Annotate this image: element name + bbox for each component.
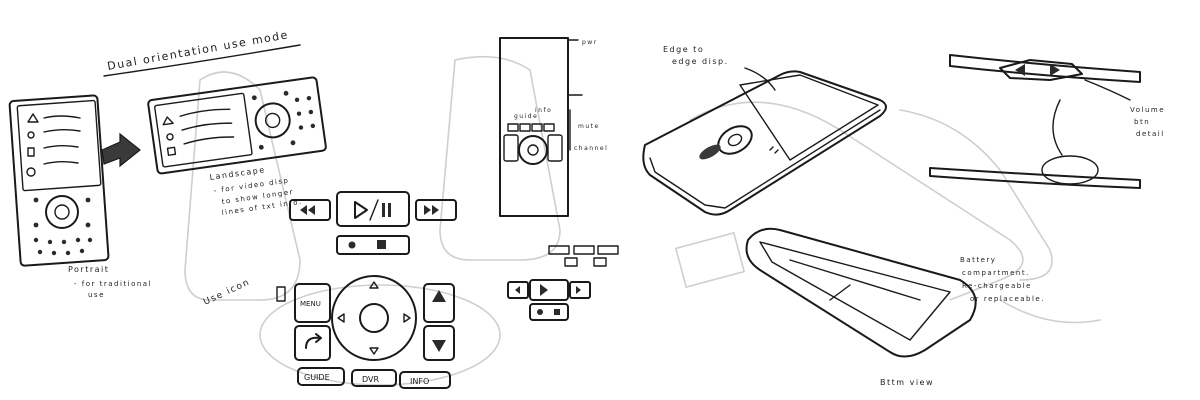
edge-label-1: Edge to (663, 45, 704, 54)
info-small-label: info (535, 107, 552, 114)
volume-label-1: Volume (1130, 106, 1165, 114)
landscape-label: Landscape (209, 165, 266, 182)
guide-button-label: GUIDE (304, 373, 330, 382)
use-icon-label: Use icon (202, 277, 252, 307)
landscape-remote-sketch (147, 76, 327, 175)
perspective-device-sketch (642, 70, 887, 216)
channel-label: channel (574, 145, 608, 152)
volume-label-2: btn (1134, 118, 1150, 126)
bottom-view-device-sketch (745, 227, 977, 358)
battery-label-4: or replaceable. (970, 295, 1045, 303)
portrait-note-2: use (88, 291, 105, 299)
rotate-arrow-icon (101, 132, 141, 168)
portrait-note-1: - for traditional (74, 280, 152, 288)
dual-orientation-label: Dual orientation use mode (106, 28, 290, 73)
mute-label: mute (578, 123, 600, 130)
battery-label-3: Re-chargeable (962, 282, 1032, 290)
small-transport-sketch (507, 245, 619, 321)
nav-cluster-sketch: MENU GUIDE DVR INFO (294, 275, 455, 389)
dvr-button-label: DVR (362, 375, 379, 384)
guide-small-label: guide (514, 113, 538, 120)
pwr-label: pwr (582, 39, 598, 46)
battery-label-1: Battery (960, 256, 996, 264)
volume-detail-sketch (929, 54, 1141, 189)
portrait-label: Portrait (68, 265, 109, 274)
battery-label-2: compartment. (962, 269, 1030, 277)
volume-label-3: detail (1136, 130, 1165, 138)
transport-buttons-sketch (289, 191, 457, 255)
info-button-label: INFO (410, 377, 429, 386)
tall-remote-sketch (499, 37, 583, 217)
portrait-remote-sketch (8, 94, 110, 267)
menu-button-label: MENU (300, 300, 321, 308)
edge-label-2: edge disp. (672, 57, 729, 66)
bttm-view-label: Bttm view (880, 378, 934, 387)
